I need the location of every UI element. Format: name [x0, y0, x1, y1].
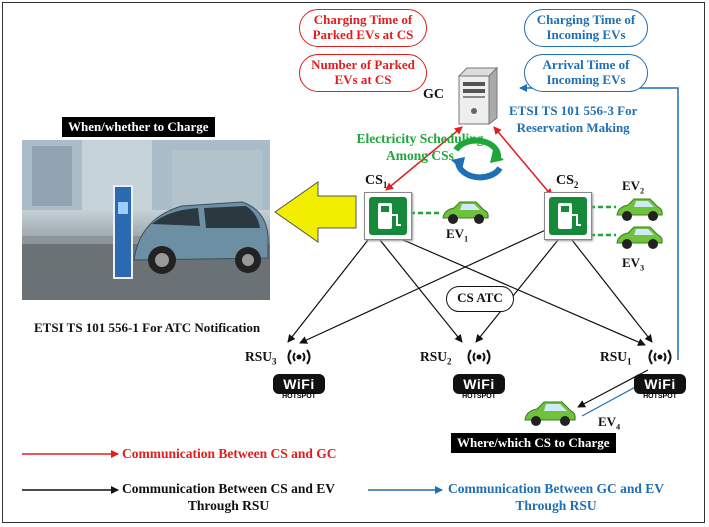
hotspot-label: HOTSPOT — [462, 393, 496, 400]
legend-gc-ev: Communication Between GC and EV Through … — [448, 481, 665, 513]
ev4-car-icon — [522, 398, 578, 428]
hotspot-label: HOTSPOT — [282, 393, 316, 400]
wifi-logo: WiFi — [273, 374, 325, 394]
hotspot-label: HOTSPOT — [643, 393, 677, 400]
pill-charging-time-incoming: Charging Time of Incoming EVs — [524, 9, 648, 47]
ev3-label: EV3 — [622, 255, 645, 273]
wifi-logo: WiFi — [634, 374, 686, 394]
pill-number-parked: Number of Parked EVs at CS — [299, 54, 427, 92]
pill-arrival-time: Arrival Time of Incoming EVs — [524, 54, 648, 92]
pill-charging-time-parked: Charging Time of Parked EVs at CS — [299, 9, 427, 47]
ev2-car-icon — [614, 195, 664, 223]
rsu2-antenna-icon — [465, 346, 493, 373]
legend-cs-gc: Communication Between CS and GC — [122, 446, 337, 461]
rsu3-antenna-icon — [285, 346, 313, 373]
edge-cs1-rsu1 — [393, 235, 646, 346]
rsu3-label: RSU3 — [245, 349, 277, 367]
cs2-charger-icon — [544, 192, 592, 240]
edge-cs2-rsu1 — [571, 239, 653, 343]
etsi-1-note: ETSI TS 101 556-1 For ATC Notification — [34, 320, 261, 335]
legend-cs-ev: Communication Between CS and EV Through … — [122, 481, 336, 513]
electricity-scheduling-label: Electricity Scheduling Among CSs — [356, 131, 484, 163]
ev-charging-photo — [22, 140, 270, 300]
rsu1-antenna-icon — [646, 346, 674, 373]
rsu3-wifi-badge: WiFi HOTSPOT — [273, 374, 329, 400]
ev2-label: EV2 — [622, 178, 645, 196]
cs1-label: CS1 — [365, 173, 388, 190]
cs-atc-pill: CS ATC — [446, 286, 514, 312]
edge-cs2-rsu3 — [299, 227, 551, 344]
where-which-banner: Where/which CS to Charge — [451, 433, 616, 453]
edge-cs2-rsu2 — [475, 239, 559, 343]
edge-cs1-gc — [385, 126, 463, 191]
edge-cs1-rsu2 — [379, 239, 463, 343]
ev1-car-icon — [440, 198, 490, 226]
ev3-car-icon — [614, 223, 664, 251]
cs1-charger-icon — [364, 192, 412, 240]
rsu1-wifi-badge: WiFi HOTSPOT — [634, 374, 690, 400]
cs2-label: CS2 — [556, 173, 579, 190]
wifi-logo: WiFi — [453, 374, 505, 394]
ev1-label: EV1 — [446, 226, 469, 244]
rsu2-label: RSU2 — [420, 349, 452, 367]
ev4-label: EV4 — [598, 414, 621, 432]
rsu1-label: RSU1 — [600, 349, 632, 367]
when-whether-banner: When/whether to Charge — [62, 117, 215, 137]
etsi-3-note: ETSI TS 101 556-3 For Reservation Making — [509, 103, 638, 135]
gc-server-icon — [455, 66, 499, 126]
yellow-arrow — [274, 181, 357, 243]
scheduling-cycle-green — [453, 137, 502, 159]
edge-cs1-rsu3 — [287, 239, 369, 343]
edge-gc-cs2 — [493, 126, 553, 197]
scheduling-cycle-blue — [455, 161, 503, 181]
gc-label: GC — [423, 87, 444, 102]
rsu2-wifi-badge: WiFi HOTSPOT — [453, 374, 509, 400]
